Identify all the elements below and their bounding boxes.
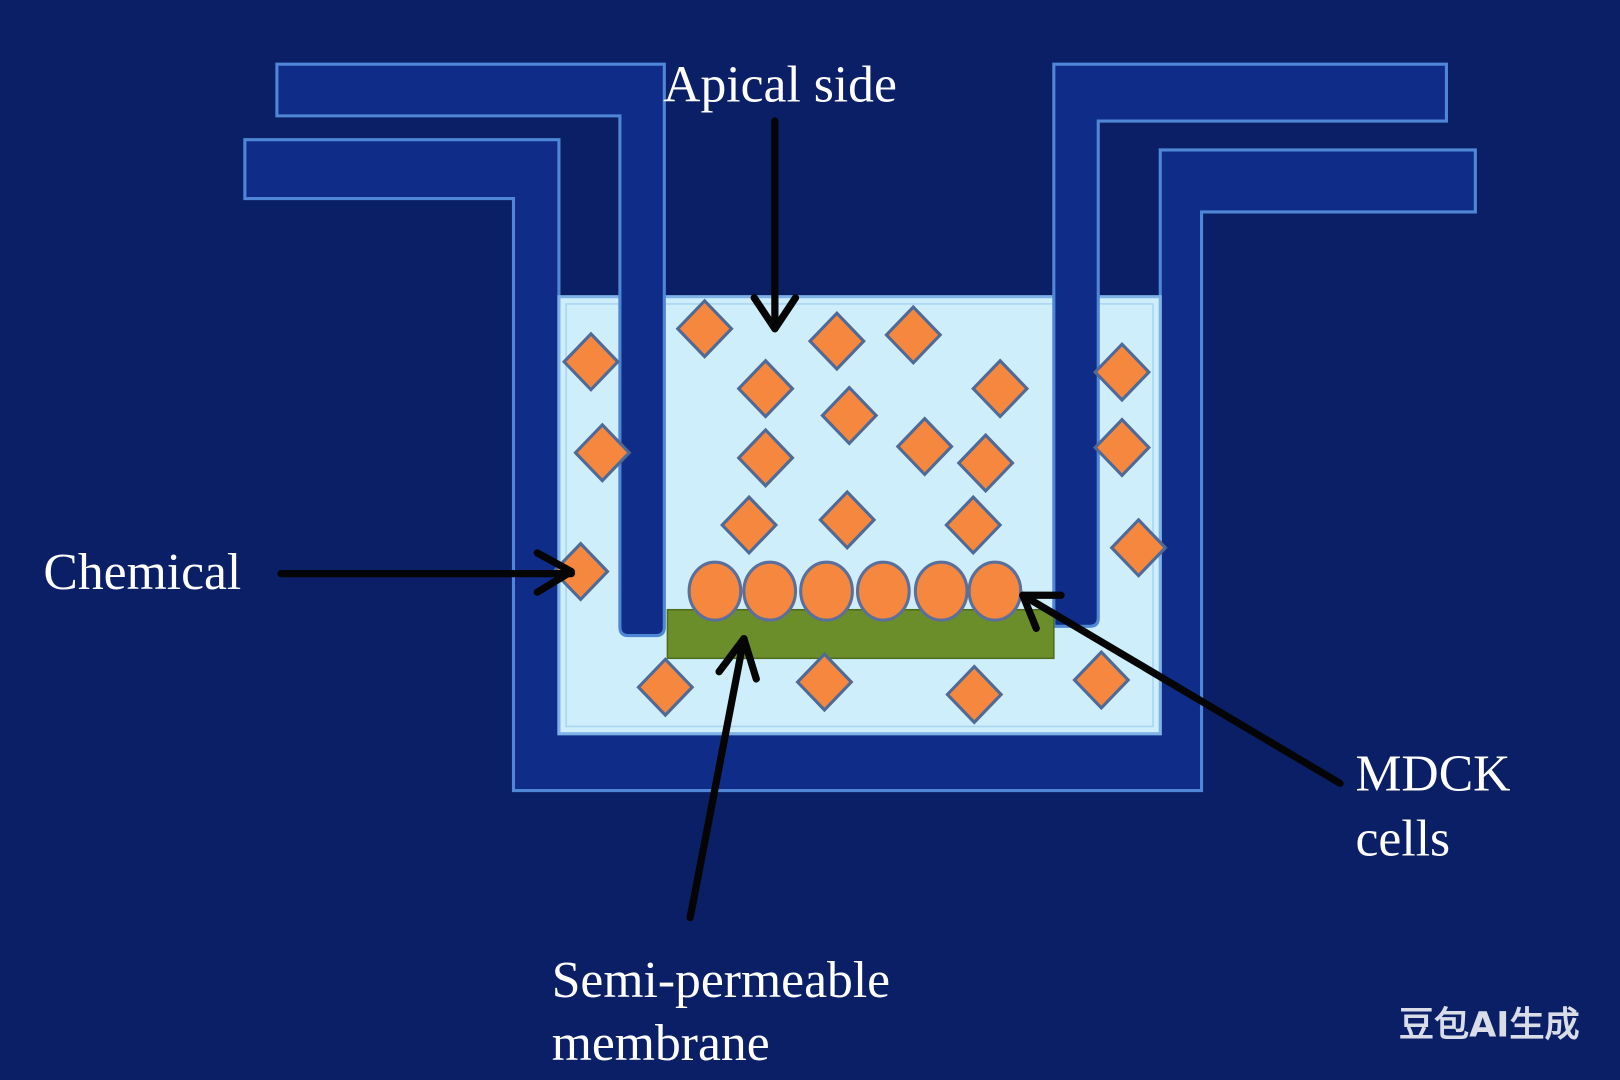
chemical-molecule — [736, 427, 795, 488]
mdck-cell — [799, 560, 854, 622]
chemical-molecule — [895, 416, 954, 477]
watermark: 豆包AI生成 — [1399, 1004, 1580, 1045]
mdck-cell — [967, 560, 1023, 622]
medium-inner-edge — [565, 303, 1154, 728]
mdck-cell — [687, 560, 743, 622]
chemical-molecules — [551, 298, 1168, 725]
apical-arrow — [750, 117, 800, 333]
chemical-molecule — [1093, 341, 1152, 403]
mdck-arrow — [1019, 591, 1344, 787]
chemical-arrow — [277, 549, 575, 596]
chemical-label: Chemical — [43, 544, 241, 601]
chemical-molecule — [818, 489, 877, 550]
chemical-molecule — [884, 304, 943, 366]
chemical-molecule — [636, 657, 695, 718]
mdck-label-line2: cells — [1356, 811, 1451, 868]
mdck-label-line1: MDCK — [1356, 746, 1511, 803]
membrane-label-line1: Semi-permeable — [552, 952, 890, 1009]
mdck-cell — [855, 560, 911, 622]
chemical-molecule — [1093, 417, 1152, 478]
membrane-arrow — [686, 635, 760, 922]
mdck-cell — [742, 560, 798, 622]
mdck-cell-layer — [687, 560, 1023, 622]
chemical-molecule — [1109, 517, 1168, 578]
chemical-molecule — [720, 494, 779, 556]
chemical-molecule — [945, 664, 1004, 725]
chemical-molecule — [820, 385, 879, 446]
chemical-molecule — [956, 432, 1015, 494]
chemical-molecule — [944, 494, 1003, 556]
transwell-insert — [275, 62, 1448, 638]
mdck-cell — [913, 560, 969, 622]
chemical-molecule — [971, 358, 1030, 419]
apical-side-label: Apical side — [663, 56, 897, 113]
chemical-molecule — [675, 298, 734, 359]
membrane-label-line2: membrane — [552, 1015, 770, 1072]
chemical-molecule — [807, 310, 866, 372]
chemical-molecule — [736, 358, 795, 419]
chemical-molecule — [795, 651, 854, 713]
chemical-molecule — [561, 331, 620, 392]
chemical-molecule — [1072, 649, 1131, 711]
chemical-molecule — [573, 422, 632, 483]
chemical-molecule — [551, 541, 610, 602]
